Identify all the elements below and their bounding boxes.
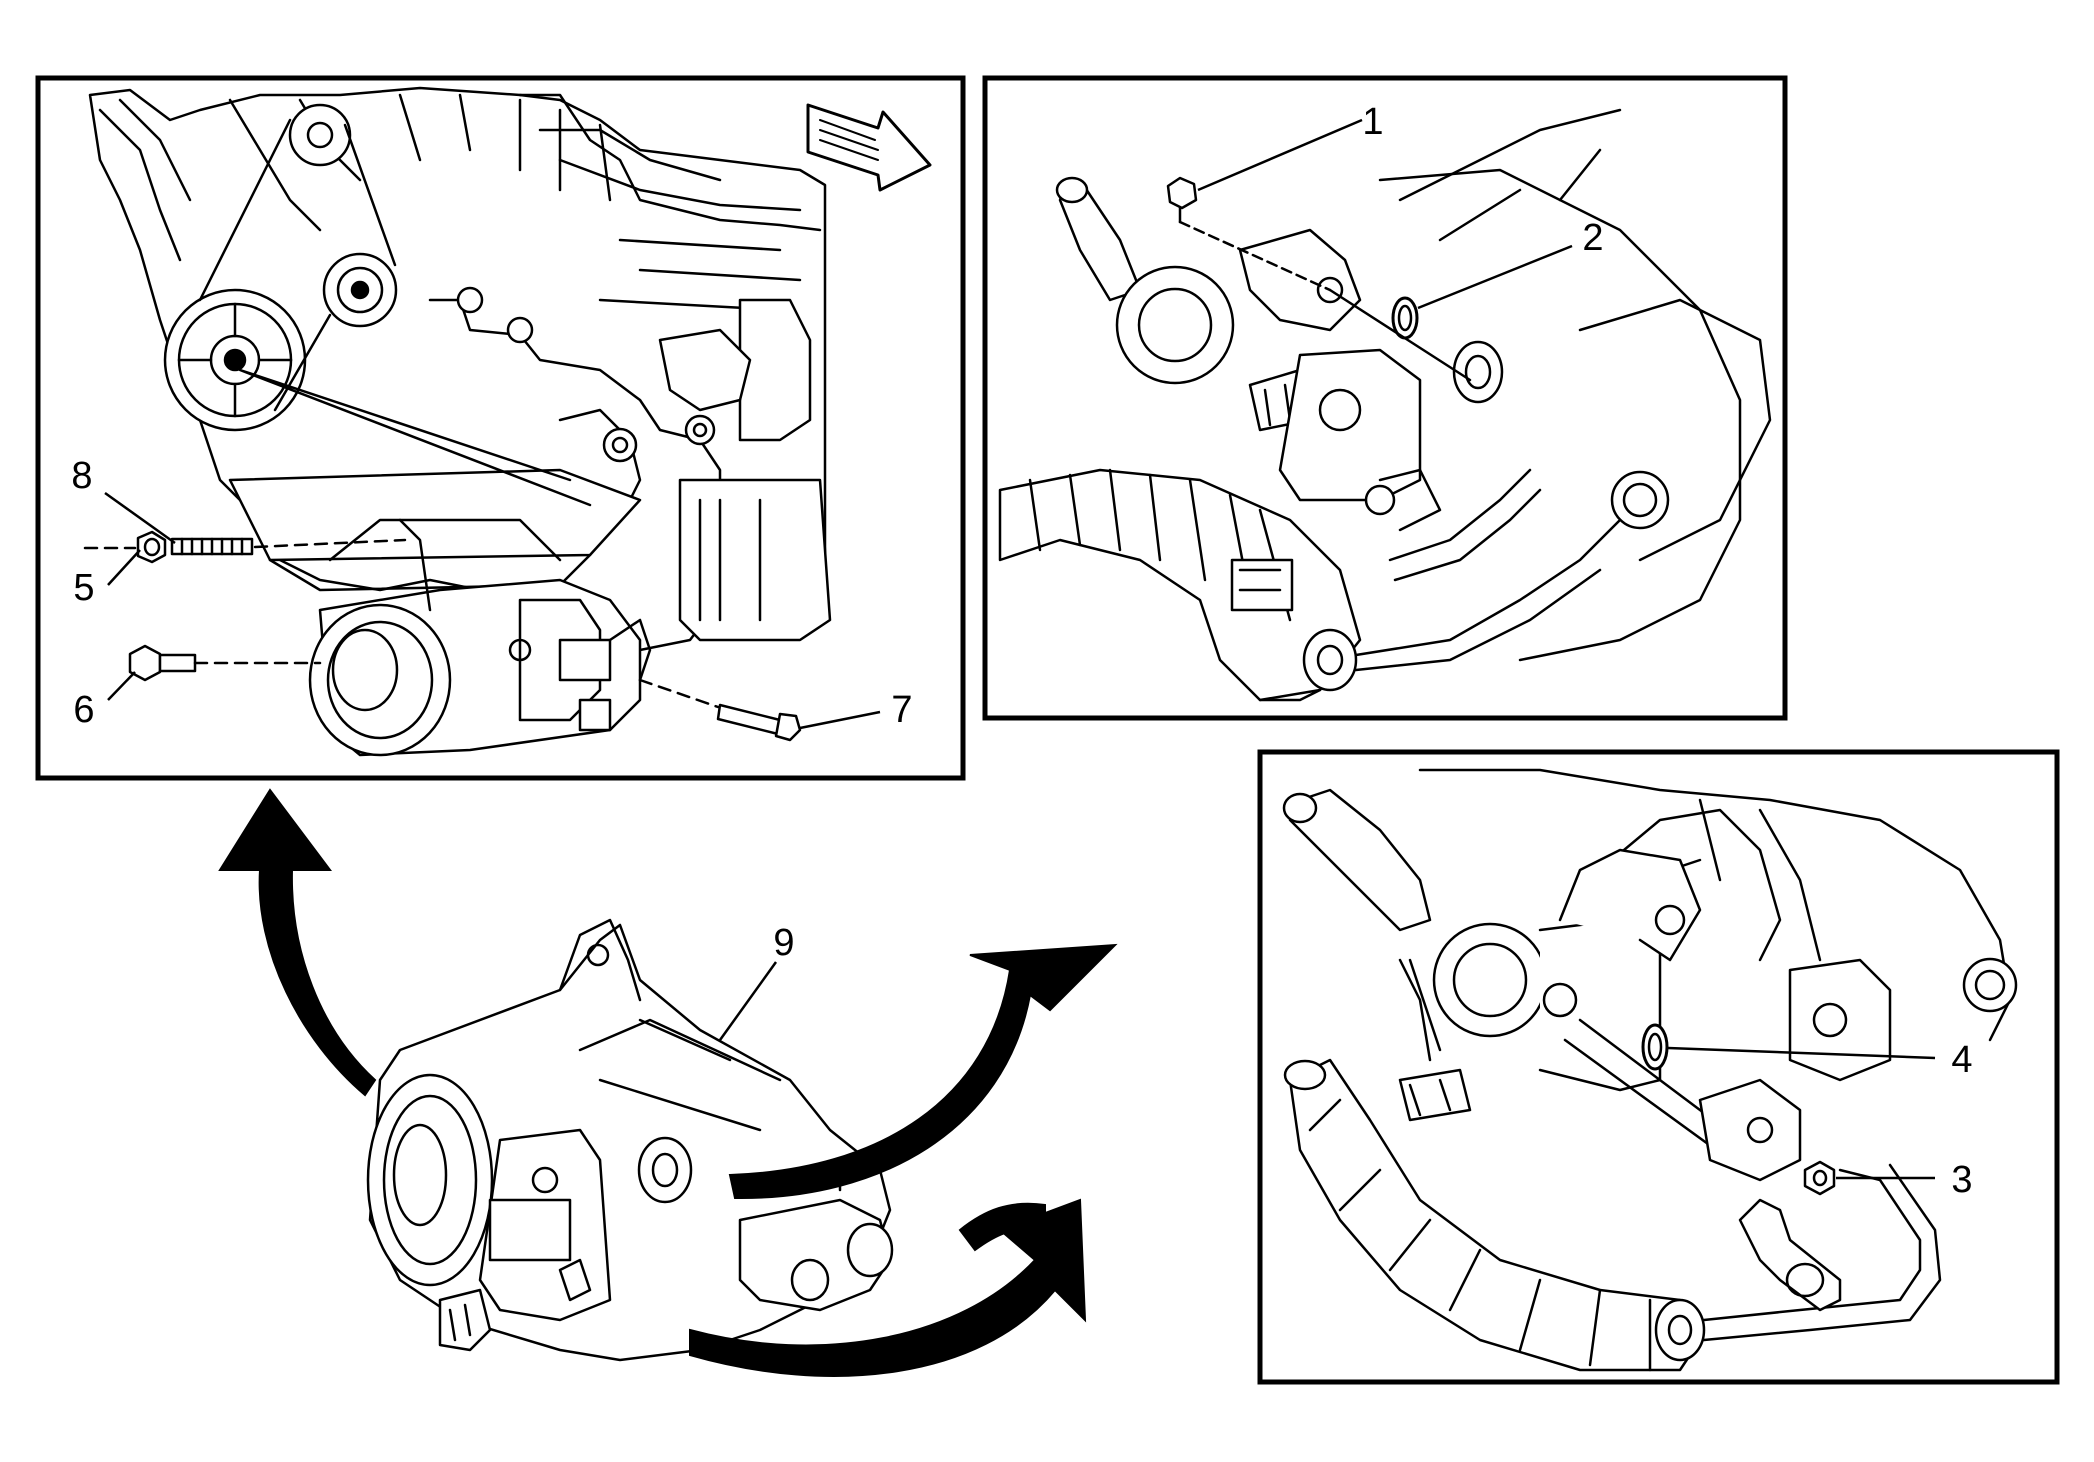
callout-4: 4 xyxy=(1951,1039,1972,1081)
bolt-7 xyxy=(716,703,802,742)
compressor-installed xyxy=(308,518,652,757)
seal-ring-2 xyxy=(1391,296,1419,340)
o-ring-4 xyxy=(1641,1023,1669,1071)
direction-arrow-icon xyxy=(806,103,932,192)
callout-6: 6 xyxy=(73,689,94,731)
drive-belt xyxy=(198,118,397,412)
bolt-1 xyxy=(1166,176,1198,224)
callout-2: 2 xyxy=(1582,217,1603,259)
arrow-right-icon xyxy=(689,1198,1087,1377)
compressor-standalone xyxy=(366,918,894,1362)
callout-3: 3 xyxy=(1951,1159,1972,1201)
callout-9: 9 xyxy=(773,922,794,964)
side-hose-panel: 4 3 xyxy=(1257,749,2060,1385)
callout-7: 7 xyxy=(891,689,912,731)
oil-pan xyxy=(678,478,832,642)
arrow-up-left-icon xyxy=(218,788,377,1097)
callout-5: 5 xyxy=(73,567,94,609)
curved-arrows xyxy=(218,788,1118,1377)
engine-view-panel: 8 5 6 7 xyxy=(35,75,966,781)
rear-hose-panel: 1 2 xyxy=(982,75,1788,721)
compressor-bracket xyxy=(228,468,642,562)
bolt-6 xyxy=(128,644,197,682)
nut-5 xyxy=(136,530,167,564)
callout-1: 1 xyxy=(1362,101,1383,143)
hose-block-lower xyxy=(1698,1078,1802,1182)
compressor-clutch xyxy=(366,1073,494,1287)
pressure-switch xyxy=(1738,1198,1842,1312)
arrow-up-right-icon xyxy=(728,943,1118,1200)
hose-block xyxy=(1238,228,1362,332)
stud-8 xyxy=(170,537,254,556)
tensioner-pulley xyxy=(288,103,352,167)
callout-8: 8 xyxy=(71,455,92,497)
nut-3 xyxy=(1803,1160,1836,1196)
discharge-hose xyxy=(998,468,1362,702)
